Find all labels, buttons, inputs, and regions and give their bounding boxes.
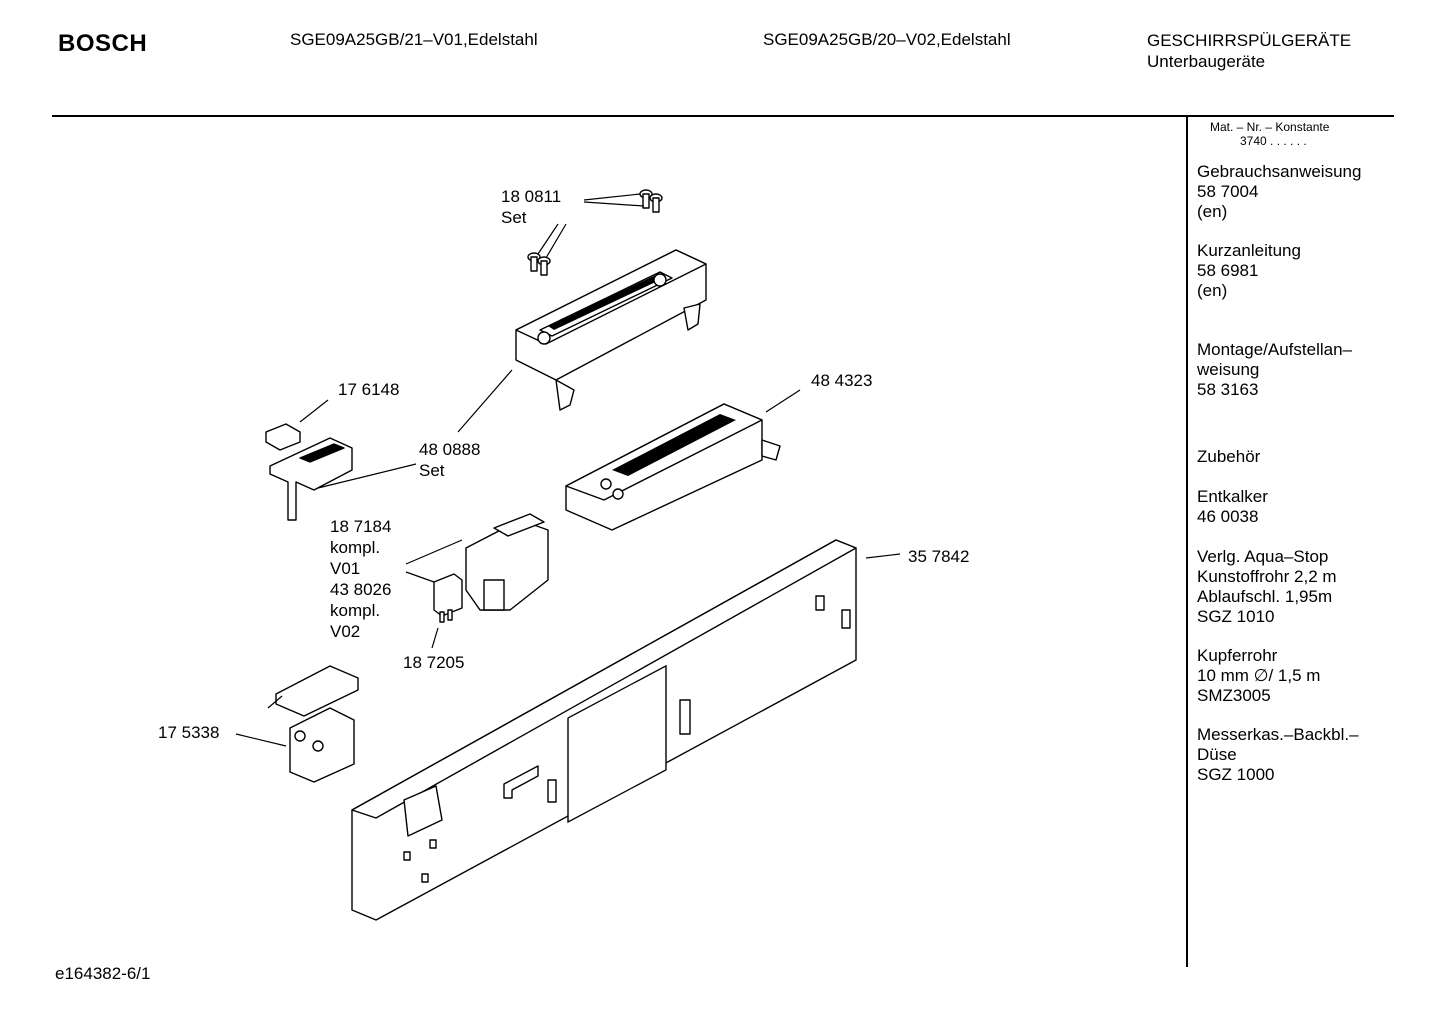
sidebar-item-title-2: weisung xyxy=(1197,360,1260,379)
header-divider xyxy=(52,115,1394,117)
sidebar-item-number: 58 3163 xyxy=(1197,380,1259,399)
sidebar-item-number: 46 0038 xyxy=(1197,507,1259,526)
category-label: GESCHIRRSPÜLGERÄTE Unterbaugeräte xyxy=(1147,30,1351,72)
sidebar-item-number: SMZ3005 xyxy=(1197,686,1271,705)
sidebar-item-note: (en) xyxy=(1197,281,1228,300)
label-175338: 17 5338 xyxy=(158,723,220,742)
module-part-484323[interactable] xyxy=(565,403,781,531)
sidebar-item-number: SGZ 1010 xyxy=(1197,607,1275,626)
drawing-code: e164382-6/1 xyxy=(55,964,151,983)
label-187184-438026: 18 7184 kompl. V01 43 8026 kompl. V02 xyxy=(330,517,392,641)
sidebar-list: Gebrauchsanweisung 58 7004 (en) Kurzanle… xyxy=(1197,162,1361,785)
label-484323: 48 4323 xyxy=(811,371,873,390)
sidebar-divider xyxy=(1186,117,1188,967)
sidebar-item-installation: Montage/Aufstellan– weisung 58 3163 xyxy=(1197,340,1361,447)
model-label-v01: SGE09A25GB/21–V01,Edelstahl xyxy=(290,30,538,49)
sidebar-item-quickguide: Kurzanleitung 58 6981 (en) xyxy=(1197,241,1361,340)
category-title: GESCHIRRSPÜLGERÄTE xyxy=(1147,31,1352,50)
konstante-label: Mat. – Nr. – Konstante xyxy=(1210,120,1330,134)
sidebar-item-title: Montage/Aufstellan– xyxy=(1197,340,1352,359)
sidebar-item-number: 58 6981 xyxy=(1197,261,1259,280)
sidebar-item-descaler: Entkalker 46 0038 xyxy=(1197,487,1361,547)
control-panel-part[interactable] xyxy=(351,539,857,921)
konstante-value: 3740 . . . . . . xyxy=(1240,134,1307,148)
sidebar-item-title: Messerkas.–Backbl.– xyxy=(1197,725,1359,744)
sidebar-item-title: Kurzanleitung xyxy=(1197,241,1301,260)
cover-frame-part[interactable] xyxy=(515,249,707,411)
label-187205: 18 7205 xyxy=(403,653,465,672)
switch-part-187205[interactable] xyxy=(433,573,463,623)
model-label-v02: SGE09A25GB/20–V02,Edelstahl xyxy=(763,30,1011,49)
bracket-part-176148[interactable] xyxy=(265,423,353,521)
sidebar-item-number: 58 7004 xyxy=(1197,182,1259,201)
relay-part-175338[interactable] xyxy=(275,665,359,783)
sidebar-item-manual: Gebrauchsanweisung 58 7004 (en) xyxy=(1197,162,1361,241)
sidebar-item-title: Kupferrohr xyxy=(1197,646,1278,665)
label-357842: 35 7842 xyxy=(908,547,970,566)
sidebar-item-title: Entkalker xyxy=(1197,487,1268,506)
category-subtitle: Unterbaugeräte xyxy=(1147,52,1266,71)
label-176148: 17 6148 xyxy=(338,380,400,399)
sidebar-item-number: SGZ 1000 xyxy=(1197,765,1275,784)
sidebar-item-aquastop: Verlg. Aqua–Stop Kunstoffrohr 2,2 m Abla… xyxy=(1197,547,1361,646)
sidebar-item-line-2: Kunstoffrohr 2,2 m xyxy=(1197,567,1337,586)
sidebar-item-line-2: Düse xyxy=(1197,745,1237,764)
sidebar-item-title: Verlg. Aqua–Stop xyxy=(1197,547,1329,566)
sidebar-item-title: Gebrauchsanweisung xyxy=(1197,162,1362,181)
sidebar-item-line-3: Ablaufschl. 1,95m xyxy=(1197,587,1333,606)
sidebar-item-title: Zubehör xyxy=(1197,447,1261,466)
sidebar-item-accessories: Zubehör xyxy=(1197,447,1361,487)
sidebar-item-line-2: 10 mm ∅/ 1,5 m xyxy=(1197,666,1321,685)
sidebar-item-nozzle: Messerkas.–Backbl.– Düse SGZ 1000 xyxy=(1197,725,1361,785)
sidebar-item-note: (en) xyxy=(1197,202,1228,221)
pump-assembly-part[interactable] xyxy=(465,513,549,611)
konstante-block: Mat. – Nr. – Konstante 3740 . . . . . . xyxy=(1210,120,1329,148)
brand-logo: BOSCH xyxy=(58,30,148,57)
screw-set-part[interactable] xyxy=(527,189,663,276)
sidebar-item-copperpipe: Kupferrohr 10 mm ∅/ 1,5 m SMZ3005 xyxy=(1197,646,1361,725)
